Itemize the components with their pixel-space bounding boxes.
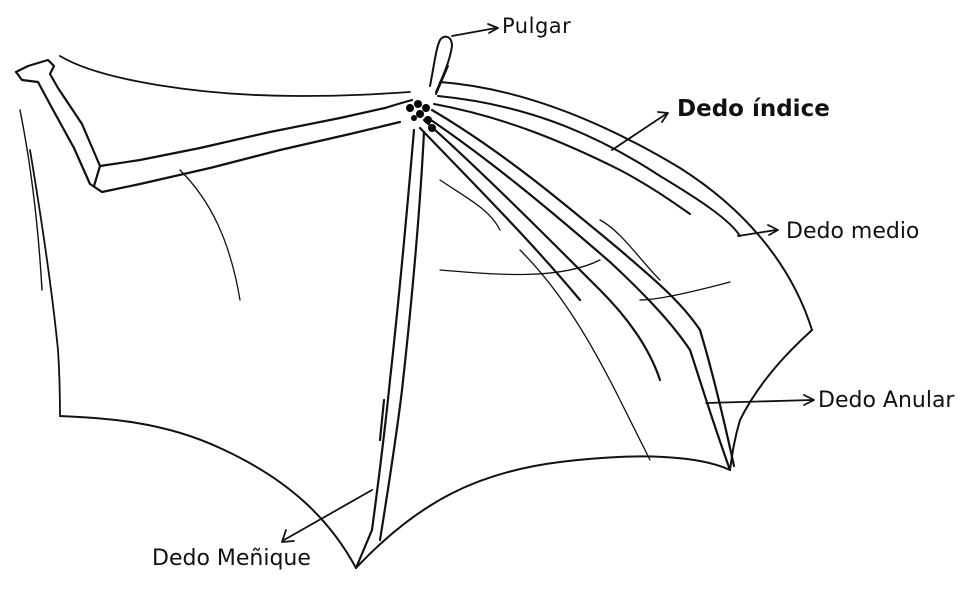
label-medio: Dedo medio [786,221,919,243]
body-edge [30,150,60,416]
ring-finger [420,120,660,380]
pinky-finger [356,130,424,568]
membrane-upper-edge [60,56,410,96]
label-indice: Dedo índice [677,98,830,121]
label-menique: Dedo Meñique [152,548,311,570]
label-pulgar: Pulgar [502,16,571,37]
membrane-trailing-edge [60,330,812,568]
middle-finger [428,110,734,470]
forearm-bone [16,60,412,192]
thumb [430,37,452,94]
label-anular: Dedo Anular [818,390,954,412]
membrane-creases [180,170,730,460]
